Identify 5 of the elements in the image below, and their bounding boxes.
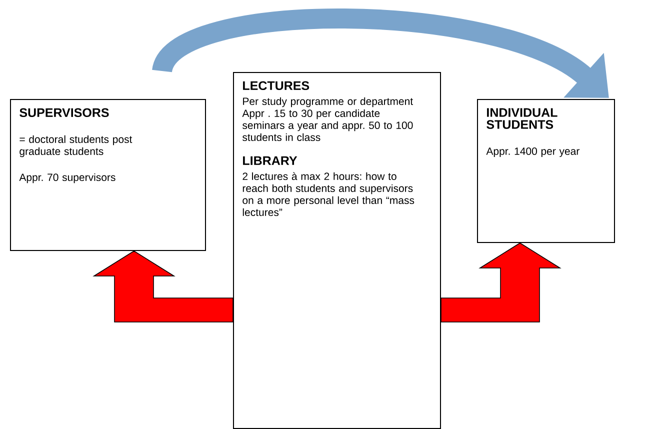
text-box: INDIVIDUAL STUDENTS Appr. 1400 per year bbox=[477, 99, 615, 243]
text-box: SUPERVISORS = doctoral students post graduate students Appr. 70 supervisors bbox=[10, 99, 206, 251]
block-arrow bbox=[440, 242, 562, 322]
block-arrow bbox=[92, 250, 234, 322]
text-box: LECTURES Per study programme or department Appr . 15 to 30 per candidate seminars a year and appr. 50 to 100 students in class LIBRARY 2 lectures à max 2 hours: how to reach both students and supervisors on a more personal level than “mass lectures” bbox=[233, 72, 441, 429]
